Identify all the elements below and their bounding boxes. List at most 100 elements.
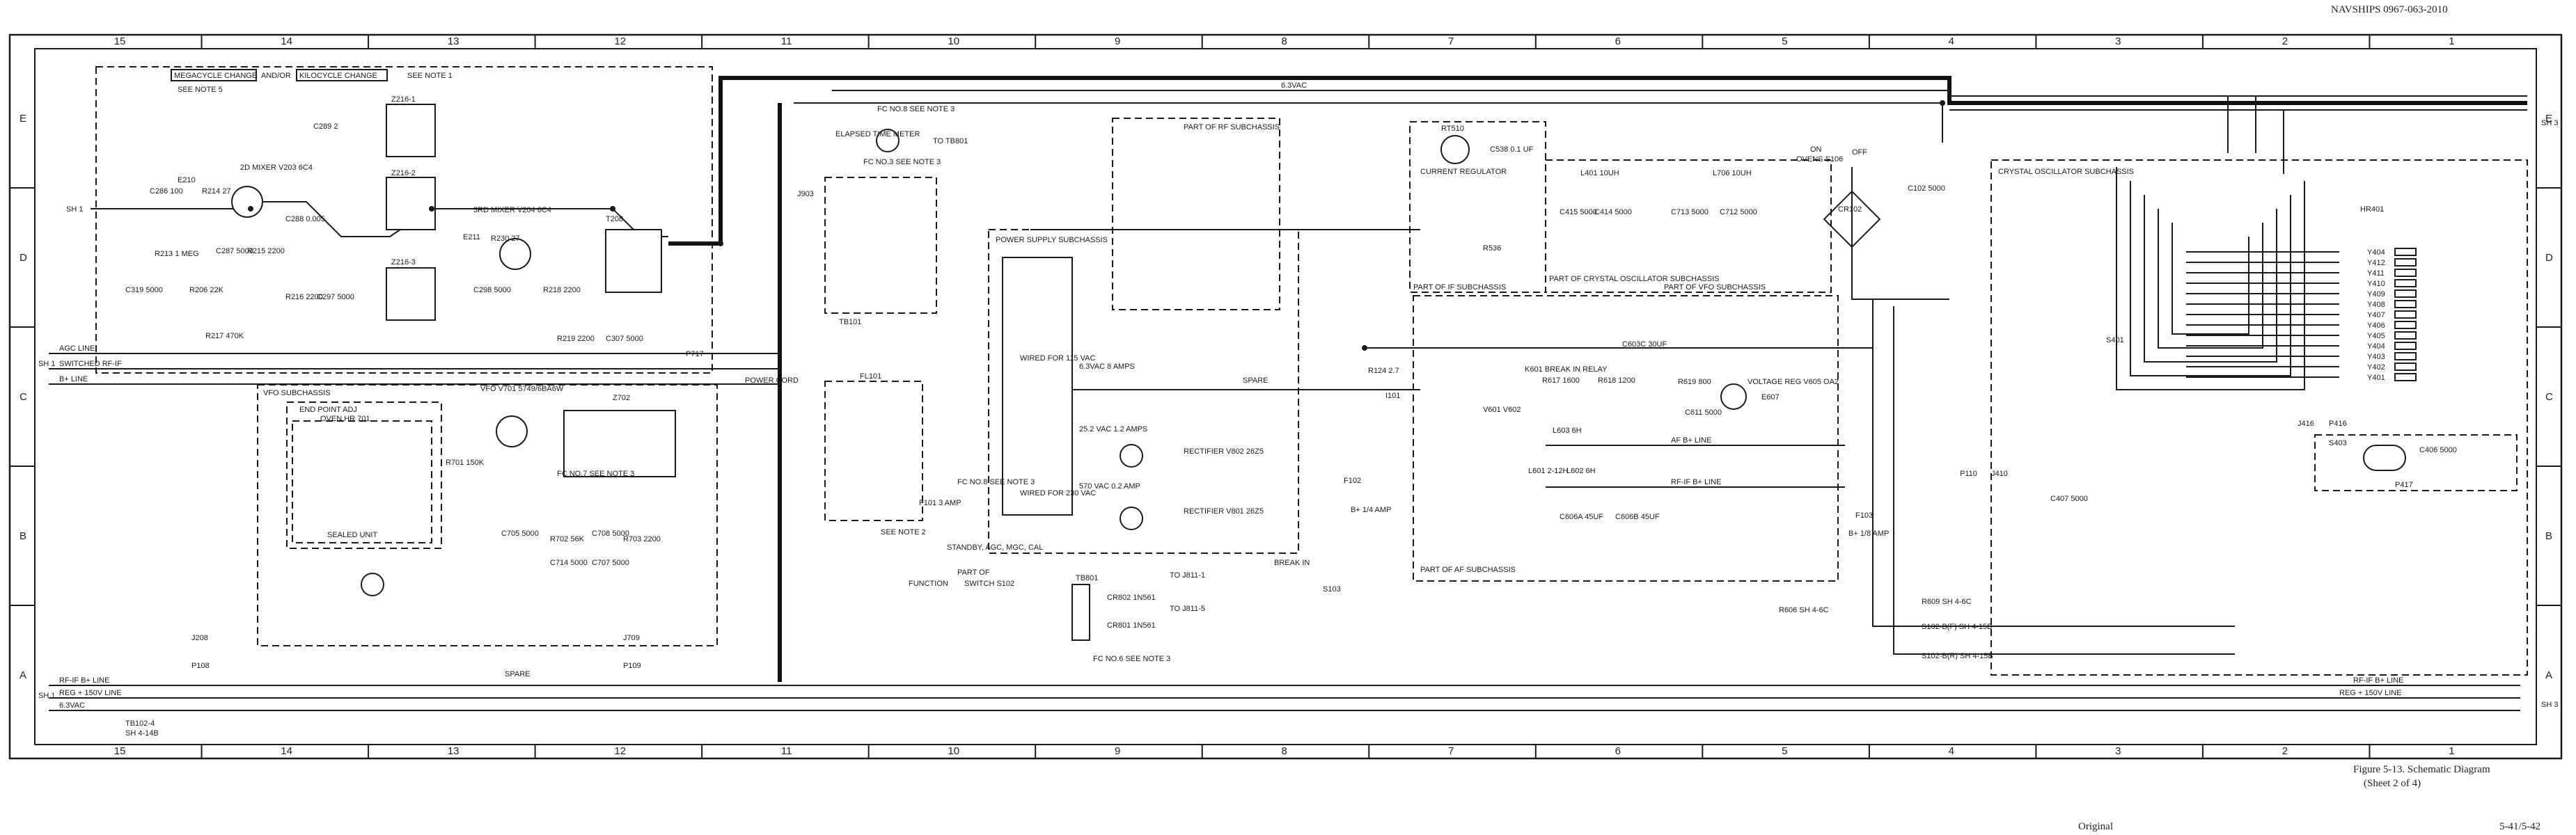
fc8-label-top: FC NO.8 SEE NOTE 3 [877, 105, 955, 113]
cr102-bridge [1823, 190, 1881, 248]
v802-tube [1120, 444, 1143, 468]
wire-xtal-loop-a [2116, 167, 2305, 390]
fl101-box [824, 381, 923, 521]
s403-oven [2363, 445, 2406, 471]
z216-3-can [386, 267, 436, 321]
grid-row-label: E [2545, 113, 2552, 125]
power-supply-label: POWER SUPPLY SUBCHASSIS [996, 236, 1108, 244]
grid-column-label: 3 [2115, 35, 2121, 47]
r701-label: R701 150K [446, 459, 485, 467]
grid-column-label: 6 [1615, 35, 1621, 47]
s701-tube [361, 573, 384, 596]
function-label: FUNCTION [909, 580, 948, 588]
c713-label: C713 5000 [1671, 208, 1709, 216]
break-in-label: BREAK IN [1274, 559, 1310, 567]
grid-column-label: 2 [2282, 35, 2288, 47]
z216-2-can [386, 177, 436, 230]
c289-label: C289 2 [313, 122, 338, 131]
r536-label: R536 [1483, 244, 1501, 253]
grid-column-label: 13 [448, 745, 460, 757]
standby-label: STANDBY, AGC, MGC, CAL [947, 543, 1043, 552]
crystal-label: Y403 [2367, 353, 2385, 361]
page-number: 5-41/5-42 [2499, 821, 2540, 832]
component-labels: C286 100 R214 27 E210 R213 1 MEG R206 22… [125, 95, 2457, 670]
rt510-tube [1440, 135, 1470, 164]
end-point-adj-label: END POINT ADJ [299, 406, 357, 414]
grid-column-label: 14 [281, 35, 292, 47]
drawing-inner-frame [34, 48, 2537, 745]
crystal-label: Y412 [2367, 259, 2385, 267]
crystal-label: Y410 [2367, 280, 2385, 288]
sh1-label-bottom: SH 1 [38, 692, 55, 700]
spare-label-ps: SPARE [1243, 376, 1268, 385]
r609-label: R609 SH 4-6C [1922, 598, 1972, 606]
s102-label: SWITCH S102 [964, 580, 1014, 588]
c286-label: C286 100 [150, 187, 183, 196]
rfif-b-label-right: RF-IF B+ LINE [2353, 676, 2403, 685]
c708-label: C708 5000 [592, 530, 629, 538]
junction-dot [248, 206, 253, 212]
switched-rfif-label: SWITCHED RF-IF [59, 360, 122, 368]
rf-subchassis-box [1112, 118, 1280, 310]
j416-label: J416 [2298, 420, 2314, 428]
fc8-label-mid: FC NO.8 SEE NOTE 3 [957, 478, 1035, 486]
crystal-element [2394, 269, 2417, 277]
t208-label: T208 [606, 215, 623, 223]
v701-label: VFO V701 5749/6BA6W [480, 385, 564, 393]
r219-label: R219 2200 [557, 335, 595, 343]
r215-label: R215 2200 [247, 247, 285, 255]
r703-label: R703 2200 [623, 535, 661, 543]
grid-column-label: 7 [1448, 745, 1454, 757]
crystal-element [2394, 279, 2417, 287]
crystal-element [2394, 300, 2417, 308]
oven-label: OVEN HR 701 [320, 415, 370, 423]
z216-1-can [386, 104, 436, 157]
vfo-subchassis-box [257, 384, 718, 646]
i101-label: I101 [1385, 392, 1400, 400]
note-and-or: AND/OR [261, 72, 291, 80]
kc-change-tag [296, 69, 388, 81]
grid-row-label: D [19, 252, 27, 264]
wire-6-3vac-e [832, 90, 2527, 97]
grid-column-label: 5 [1782, 745, 1787, 757]
on-label: ON [1810, 145, 1822, 154]
tb801-label: TB801 [1076, 574, 1098, 582]
grid-column-label: 10 [948, 35, 959, 47]
af-b-line-label: AF B+ LINE [1671, 436, 1711, 445]
grid-column-label: 2 [2282, 745, 2288, 757]
r206-label: R206 22K [189, 286, 224, 294]
crystal-element [2394, 258, 2417, 267]
v802-label: RECTIFIER V802 26Z5 [1184, 447, 1264, 456]
t208-transformer [605, 229, 662, 293]
sealed-unit-box [292, 420, 432, 543]
grid-column-label: 12 [614, 745, 626, 757]
cr801-label: CR801 1N561 [1107, 621, 1156, 630]
e607-label: E607 [1761, 393, 1780, 401]
status-original: Original [2078, 821, 2113, 832]
l601-label: L601 2-12H [1528, 467, 1569, 475]
c603c-label: C603C 30UF [1622, 340, 1667, 349]
grid-column-label: 1 [2449, 35, 2454, 47]
v63-8a-label: 6.3VAC 8 AMPS [1079, 363, 1135, 371]
s401-label: S401 [2106, 336, 2124, 344]
to-tb801-label: TO TB801 [933, 137, 968, 145]
s102b-label: S102-B(F) SH 4-15B [1922, 623, 1992, 631]
c606b-label: C606B 45UF [1615, 513, 1660, 521]
l602-label: L602 6H [1566, 467, 1596, 475]
crystal-label: Y402 [2367, 363, 2385, 372]
crystal-element [2394, 289, 2417, 298]
v63-label-left: 6.3VAC [59, 701, 85, 710]
c707-label: C707 5000 [592, 559, 629, 567]
grid-column-label: 5 [1782, 35, 1787, 47]
wire-right-vert [2227, 96, 2284, 174]
c102-label: C102 5000 [1908, 184, 1945, 193]
grid-column-label: 8 [1282, 745, 1287, 757]
doc-number: NAVSHIPS 0967-063-2010 [2331, 4, 2448, 15]
v204-tube [499, 238, 531, 270]
j410-label: J410 [1991, 470, 2008, 478]
grid-column-label: 6 [1615, 745, 1621, 757]
grid-row-label: A [19, 669, 26, 681]
crystal-osc-label: CRYSTAL OSCILLATOR SUBCHASSIS [1998, 168, 2134, 176]
